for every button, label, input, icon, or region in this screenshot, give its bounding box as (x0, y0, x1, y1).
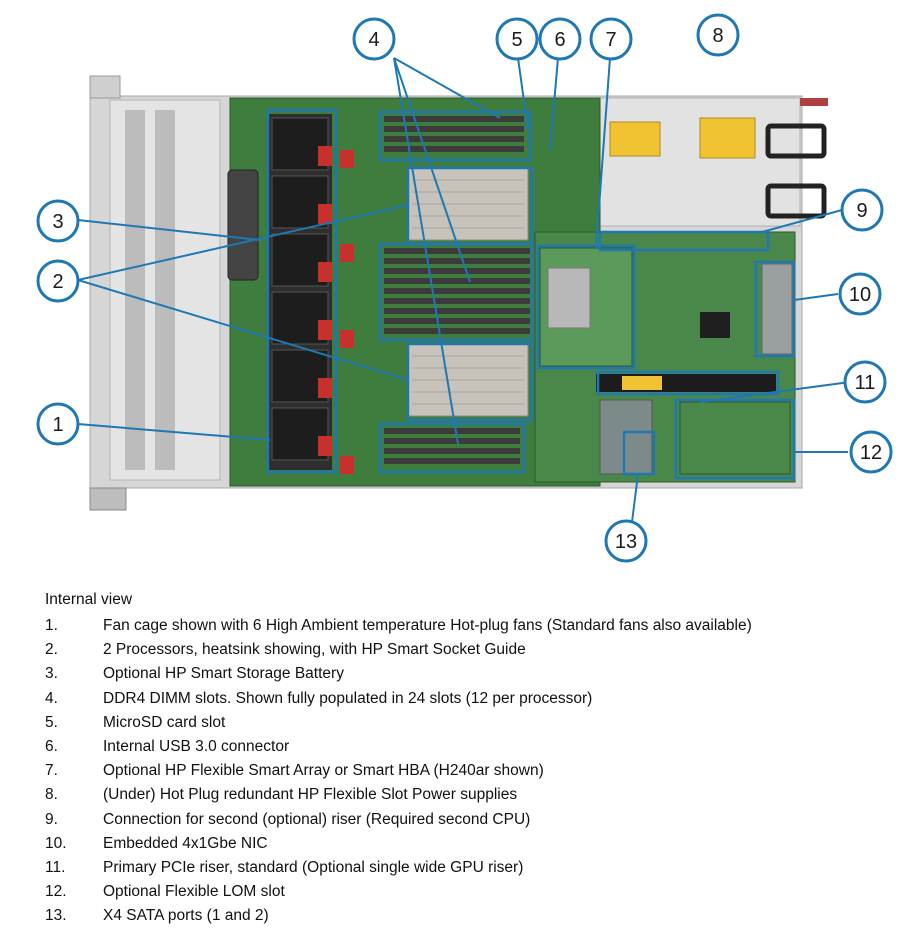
legend-text: (Under) Hot Plug redundant HP Flexible S… (103, 786, 518, 804)
legend-number: 8. (45, 786, 58, 804)
legend-text: 2 Processors, heatsink showing, with HP … (103, 641, 526, 659)
callout-11: 11 (855, 372, 876, 394)
legend-item: 10. Embedded 4x1Gbe NIC (45, 832, 905, 856)
nic-ports (761, 263, 793, 355)
legend-item: 5. MicroSD card slot (45, 711, 905, 735)
callout-2: 2 (52, 271, 63, 293)
legend-number: 1. (45, 617, 58, 634)
callout-8: 8 (712, 25, 723, 47)
callout-9: 9 (856, 200, 867, 222)
callout-circles (36, 13, 893, 563)
legend-number: 11. (45, 858, 66, 876)
smart-storage-battery (227, 169, 259, 281)
legend-text: MicroSD card slot (103, 713, 226, 731)
highlight-boxes (266, 108, 796, 480)
legend-number: 3. (45, 665, 58, 683)
legend-text: Embedded 4x1Gbe NIC (103, 834, 268, 852)
callout-5: 5 (511, 29, 522, 51)
callout-6: 6 (554, 29, 565, 51)
legend-item: 2. 2 Processors, heatsink showing, with H… (45, 638, 905, 662)
legend-item: 6. Internal USB 3.0 connector (45, 735, 905, 759)
legend-text: Internal USB 3.0 connector (103, 737, 290, 755)
callout-4: 4 (368, 29, 379, 51)
legend-title: Internal view (45, 591, 133, 608)
legend-item: 12. Optional Flexible LOM slot (45, 880, 905, 904)
legend-text: DDR4 DIMM slots. Shown fully populated i… (103, 689, 593, 707)
callout-3: 3 (52, 211, 63, 233)
legend-number: 9. (45, 810, 58, 828)
legend-text: Connection for second (optional) riser (… (103, 810, 531, 828)
nic-chip (700, 312, 730, 338)
smart-array-card (539, 247, 633, 367)
legend-item: 7. Optional HP Flexible Smart Array or Sm… (45, 759, 905, 783)
legend-number: 5. (45, 713, 58, 731)
legend-item: 13. X4 SATA ports (1 and 2) (45, 904, 905, 928)
legend-item: 11. Primary PCIe riser, standard (Optiona… (45, 856, 905, 880)
legend-text: Optional HP Flexible Smart Array or Smar… (103, 762, 544, 780)
legend-item: 3. Optional HP Smart Storage Battery (45, 662, 905, 686)
legend-number: 7. (45, 762, 58, 780)
leader-lines (77, 57, 851, 523)
legend-text: Primary PCIe riser, standard (Optional s… (103, 858, 524, 876)
legend-number: 2. (45, 641, 58, 659)
server-internal-diagram: 1 2 3 4 5 6 7 8 9 10 11 12 13 (36, 13, 893, 563)
legend-text: Optional HP Smart Storage Battery (103, 665, 344, 683)
legend-number: 6. (45, 737, 58, 755)
legend-number: 13. (45, 907, 67, 925)
legend-number: 10. (45, 834, 67, 852)
legend-item: 1. Fan cage shown with 6 High Ambient tem… (45, 614, 905, 638)
legend-text: X4 SATA ports (1 and 2) (103, 907, 269, 925)
dimm-slots (384, 116, 530, 464)
legend-text: Optional Flexible LOM slot (103, 883, 285, 901)
legend-item: 9. Connection for second (optional) riser… (45, 808, 905, 832)
legend-text: Fan cage shown with 6 High Ambient tempe… (103, 617, 752, 634)
legend-item: 4. DDR4 DIMM slots. Shown fully populated… (45, 687, 905, 711)
callout-13: 13 (615, 531, 637, 553)
callout-7: 7 (605, 29, 616, 51)
processor-heatsinks (407, 167, 529, 417)
callout-1: 1 (52, 414, 63, 436)
legend-item: 8. (Under) Hot Plug redundant HP Flexible… (45, 783, 905, 807)
fan-cage (268, 114, 354, 474)
legend-number: 4. (45, 689, 58, 707)
callout-12: 12 (860, 442, 882, 464)
callout-10: 10 (849, 284, 871, 306)
legend-number: 12. (45, 883, 67, 901)
legend: Internal view 1. Fan cage shown with 6 Hi… (45, 590, 905, 928)
flexlom-card (679, 401, 791, 475)
